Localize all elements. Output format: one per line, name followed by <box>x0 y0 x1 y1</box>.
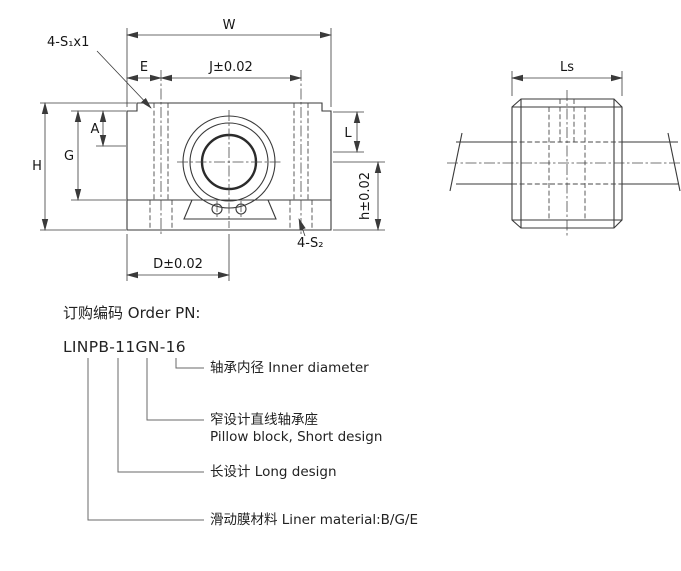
dim-w-label: W <box>223 18 236 33</box>
center-lines <box>160 70 302 236</box>
dim-d-label: D±0.02 <box>153 257 203 272</box>
side-view <box>447 90 681 237</box>
callout-pillow-block-zh: 窄设计直线轴承座 <box>210 411 318 428</box>
callout-liner-material: 滑动膜材料 Liner material:B/G/E <box>210 512 418 528</box>
part-number: LINPB-11GN-16 <box>63 338 186 356</box>
front-view-dimensions: W E J±0.02 4-S₁x1 A G H L h±0.02 4-S₂ <box>32 18 385 281</box>
order-title: 订购编码 Order PN: <box>63 304 200 322</box>
callout-line-long-design <box>117 358 204 473</box>
dim-h-total-label: H <box>32 159 42 174</box>
callout-line-liner-material <box>87 358 204 521</box>
callout-inner-diameter: 轴承内径 Inner diameter <box>210 360 369 376</box>
dim-s2-label: 4-S₂ <box>297 236 323 251</box>
dim-ls-label: Ls <box>560 60 574 75</box>
oil-holes <box>211 201 247 217</box>
dim-l-label: L <box>344 126 352 141</box>
dim-a-label: A <box>91 122 100 137</box>
front-view <box>126 70 332 236</box>
dim-s1-label: 4-S₁x1 <box>47 35 89 50</box>
callout-long-design: 长设计 Long design <box>210 464 337 480</box>
order-section: 订购编码 Order PN: LINPB-11GN-16 轴承内径 Inner … <box>63 304 418 528</box>
dim-g-label: G <box>64 149 74 164</box>
callout-pillow-block-en: Pillow block, Short design <box>210 429 382 445</box>
callout-line-pillow-block <box>146 358 204 421</box>
dim-h-center-label: h±0.02 <box>358 172 373 220</box>
mounting-holes-hidden-lines <box>149 103 313 230</box>
dim-j-label: J±0.02 <box>208 60 253 75</box>
callout-line-inner-diameter <box>175 358 204 369</box>
dim-e-label: E <box>140 60 148 75</box>
shaft <box>449 132 681 192</box>
side-view-dimensions: Ls <box>511 60 623 96</box>
side-center-lines <box>447 90 680 237</box>
